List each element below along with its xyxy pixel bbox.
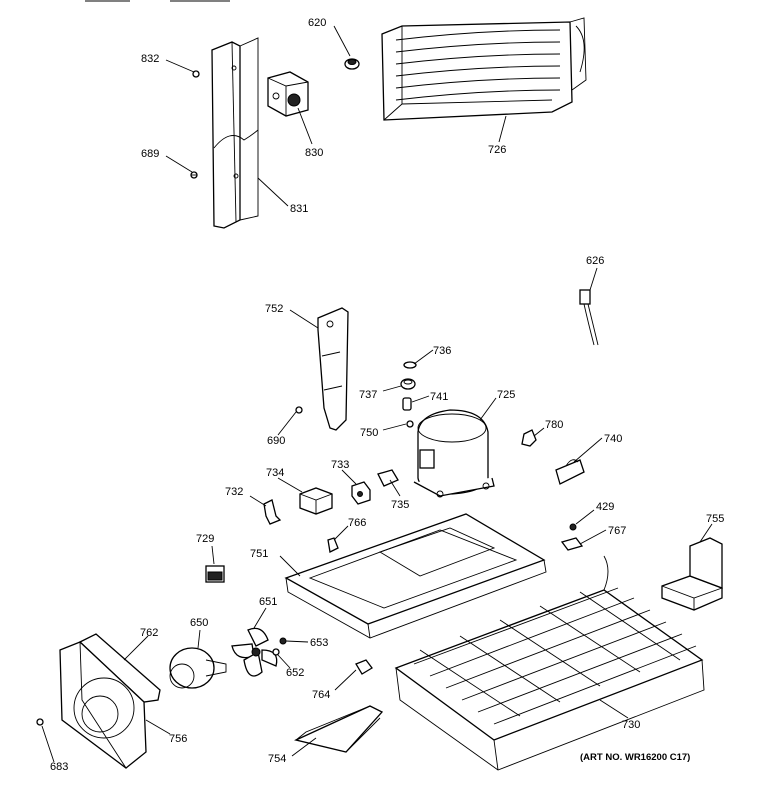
part-729-capacitor: [205, 565, 225, 583]
label-690: 690: [267, 435, 285, 447]
label-780: 780: [545, 419, 563, 431]
label-756: 756: [169, 733, 187, 745]
label-752: 752: [265, 303, 283, 315]
part-764-clip: [355, 659, 373, 675]
part-780-clip: [521, 429, 537, 447]
label-737: 737: [359, 389, 377, 401]
label-766: 766: [348, 517, 366, 529]
part-620-grommet: [344, 58, 360, 70]
label-725: 725: [497, 389, 515, 401]
label-733: 733: [331, 459, 349, 471]
part-735-clip: [377, 469, 399, 487]
part-755-bracket: [661, 537, 723, 611]
label-755: 755: [706, 513, 724, 525]
label-730: 730: [622, 719, 640, 731]
label-689: 689: [141, 148, 159, 160]
part-732-clip: [263, 499, 282, 525]
label-764: 764: [312, 689, 330, 701]
label-620: 620: [308, 17, 326, 29]
label-832: 832: [141, 53, 159, 65]
label-735: 735: [391, 499, 409, 511]
part-725-compressor: [413, 409, 495, 498]
label-652: 652: [286, 667, 304, 679]
part-750-stud: [406, 420, 414, 428]
part-652-washer: [272, 648, 280, 656]
part-751-base: [284, 513, 547, 639]
part-734-overload: [299, 487, 333, 515]
part-740-bracket: [555, 459, 585, 485]
label-767: 767: [608, 525, 626, 537]
label-762: 762: [140, 627, 158, 639]
label-650: 650: [190, 617, 208, 629]
part-831-channel: [211, 37, 259, 229]
part-832-screw: [192, 70, 200, 78]
label-751: 751: [250, 548, 268, 560]
part-651-fan-blade: [231, 627, 278, 677]
label-734: 734: [266, 467, 284, 479]
part-733-relay: [351, 481, 371, 505]
label-626: 626: [586, 255, 604, 267]
part-752-bracket: [317, 307, 349, 431]
label-741: 741: [430, 391, 448, 403]
label-653: 653: [310, 637, 328, 649]
label-830: 830: [305, 147, 323, 159]
label-732: 732: [225, 486, 243, 498]
part-756-shroud: [59, 641, 147, 769]
label-726: 726: [488, 144, 506, 156]
label-740: 740: [604, 433, 622, 445]
label-683: 683: [50, 761, 68, 773]
part-689-screw: [190, 171, 198, 179]
part-650-fan-motor: [169, 647, 227, 689]
label-651: 651: [259, 596, 277, 608]
label-750: 750: [360, 427, 378, 439]
art-number: (ART NO. WR16200 C17): [580, 752, 690, 763]
part-730-condenser: [394, 555, 705, 771]
part-429-screw: [569, 523, 577, 531]
part-683-screw: [36, 718, 44, 726]
part-690-screw: [295, 406, 303, 414]
label-429: 429: [596, 501, 614, 513]
part-767-clip: [560, 537, 584, 551]
part-653-nut: [279, 637, 287, 645]
part-766-clip: [327, 537, 339, 553]
label-736: 736: [433, 345, 451, 357]
label-754: 754: [268, 753, 286, 765]
part-626-harness: [579, 289, 599, 346]
part-754-tray: [294, 705, 384, 753]
part-726-evaporator: [381, 17, 587, 121]
part-737-grommet: [400, 378, 416, 390]
part-830-thermostat: [267, 71, 309, 117]
part-labels: 620 832 726 830 689 831 626 752 736 737 …: [50, 17, 724, 773]
label-831: 831: [290, 203, 308, 215]
leader-lines: [41, 25, 713, 763]
part-736-grommet: [403, 361, 417, 369]
label-729: 729: [196, 533, 214, 545]
part-741-sleeve: [402, 397, 412, 411]
